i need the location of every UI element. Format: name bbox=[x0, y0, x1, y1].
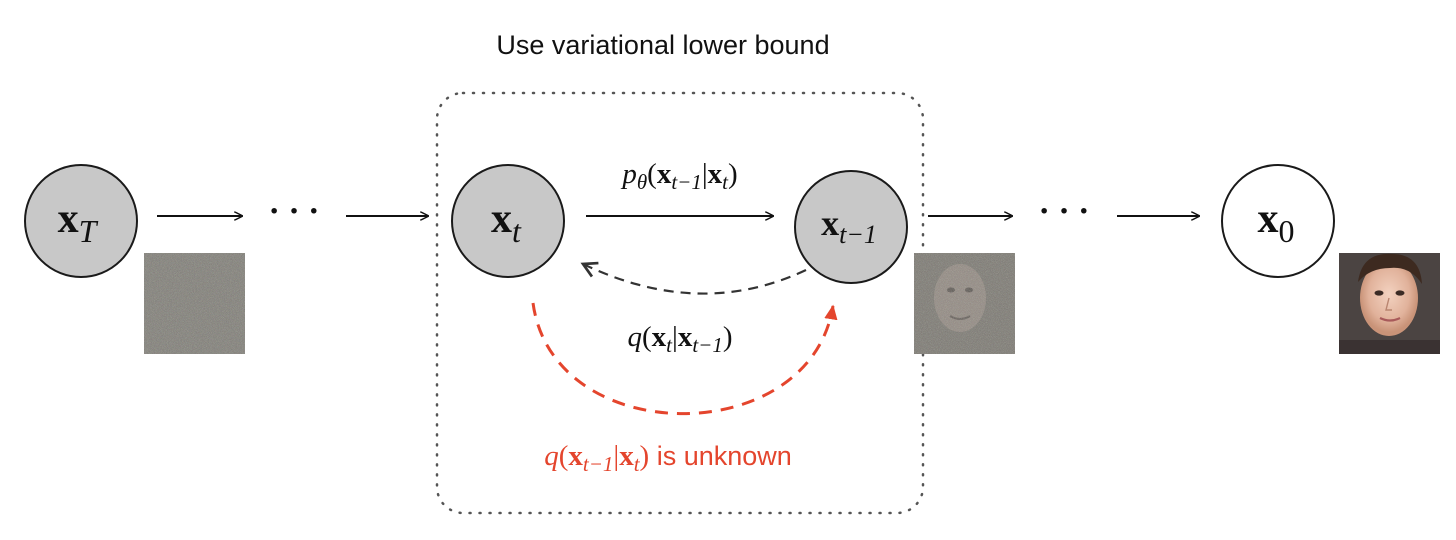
q-unknown-bar: | bbox=[613, 440, 619, 472]
node-x-t-minus-1-base: x bbox=[821, 203, 839, 243]
q-unknown-a: x bbox=[568, 440, 583, 472]
svg-text:xT: xT bbox=[58, 196, 99, 249]
p-theta-open: ( bbox=[647, 158, 657, 190]
node-x-t: xt bbox=[451, 164, 565, 278]
q-forward-close: ) bbox=[723, 321, 733, 353]
node-x-T: xT bbox=[24, 164, 138, 278]
clean-face-image bbox=[1339, 253, 1440, 354]
p-theta-b: x bbox=[708, 158, 723, 190]
noisy-face-image bbox=[914, 253, 1015, 354]
q-unknown-fn: q bbox=[544, 440, 559, 472]
node-x-T-base: x bbox=[58, 196, 79, 242]
arrow-q-unknown bbox=[531, 302, 838, 416]
q-forward-bar: | bbox=[672, 321, 678, 353]
q-forward-a: x bbox=[652, 321, 667, 353]
pure-noise-image bbox=[144, 253, 245, 354]
p-theta-a: x bbox=[657, 158, 672, 190]
q-forward-open: ( bbox=[642, 321, 652, 353]
p-theta-fn-sub: θ bbox=[637, 170, 647, 194]
q-forward-b: x bbox=[678, 321, 693, 353]
node-x-T-sub: T bbox=[79, 213, 99, 249]
q-forward-b-sub: t−1 bbox=[692, 333, 723, 357]
svg-text:xt−1: xt−1 bbox=[821, 203, 877, 249]
svg-text:xt: xt bbox=[491, 196, 522, 249]
q-unknown-open: ( bbox=[559, 440, 569, 472]
node-x-0-base: x bbox=[1258, 196, 1279, 242]
svg-text:x0: x0 bbox=[1258, 196, 1295, 249]
q-unknown-a-sub: t−1 bbox=[583, 452, 614, 476]
q-unknown-b: x bbox=[619, 440, 634, 472]
label-q-forward: q(xt|xt−1) bbox=[627, 321, 732, 357]
node-x-t-base: x bbox=[491, 196, 512, 242]
node-x-t-minus-1: xt−1 bbox=[794, 170, 908, 284]
q-forward-fn: q bbox=[627, 321, 642, 353]
q-unknown-b-sub: t bbox=[634, 452, 641, 476]
node-x-t-minus-1-sub: t−1 bbox=[839, 220, 877, 249]
ellipsis-left: · · · bbox=[268, 193, 319, 230]
node-x-t-sub: t bbox=[512, 213, 522, 249]
p-theta-bar: | bbox=[702, 158, 708, 190]
diagram-title: Use variational lower bound bbox=[496, 30, 829, 60]
label-p-theta: pθ(xt−1|xt) bbox=[620, 158, 737, 194]
node-x-0-sub: 0 bbox=[1279, 213, 1295, 249]
q-unknown-close: ) bbox=[640, 440, 650, 472]
p-theta-b-sub: t bbox=[722, 170, 729, 194]
q-forward-a-sub: t bbox=[666, 333, 673, 357]
q-unknown-suffix: is unknown bbox=[649, 441, 792, 471]
label-q-unknown: q(xt−1|xt) is unknown bbox=[544, 440, 792, 476]
variational-bound-frame bbox=[435, 91, 925, 515]
p-theta-a-sub: t−1 bbox=[671, 170, 702, 194]
p-theta-fn: p bbox=[620, 158, 637, 190]
p-theta-close: ) bbox=[728, 158, 738, 190]
ellipsis-right: · · · bbox=[1038, 193, 1089, 230]
node-x-0: x0 bbox=[1221, 164, 1335, 278]
arrow-q-forward bbox=[580, 261, 807, 295]
